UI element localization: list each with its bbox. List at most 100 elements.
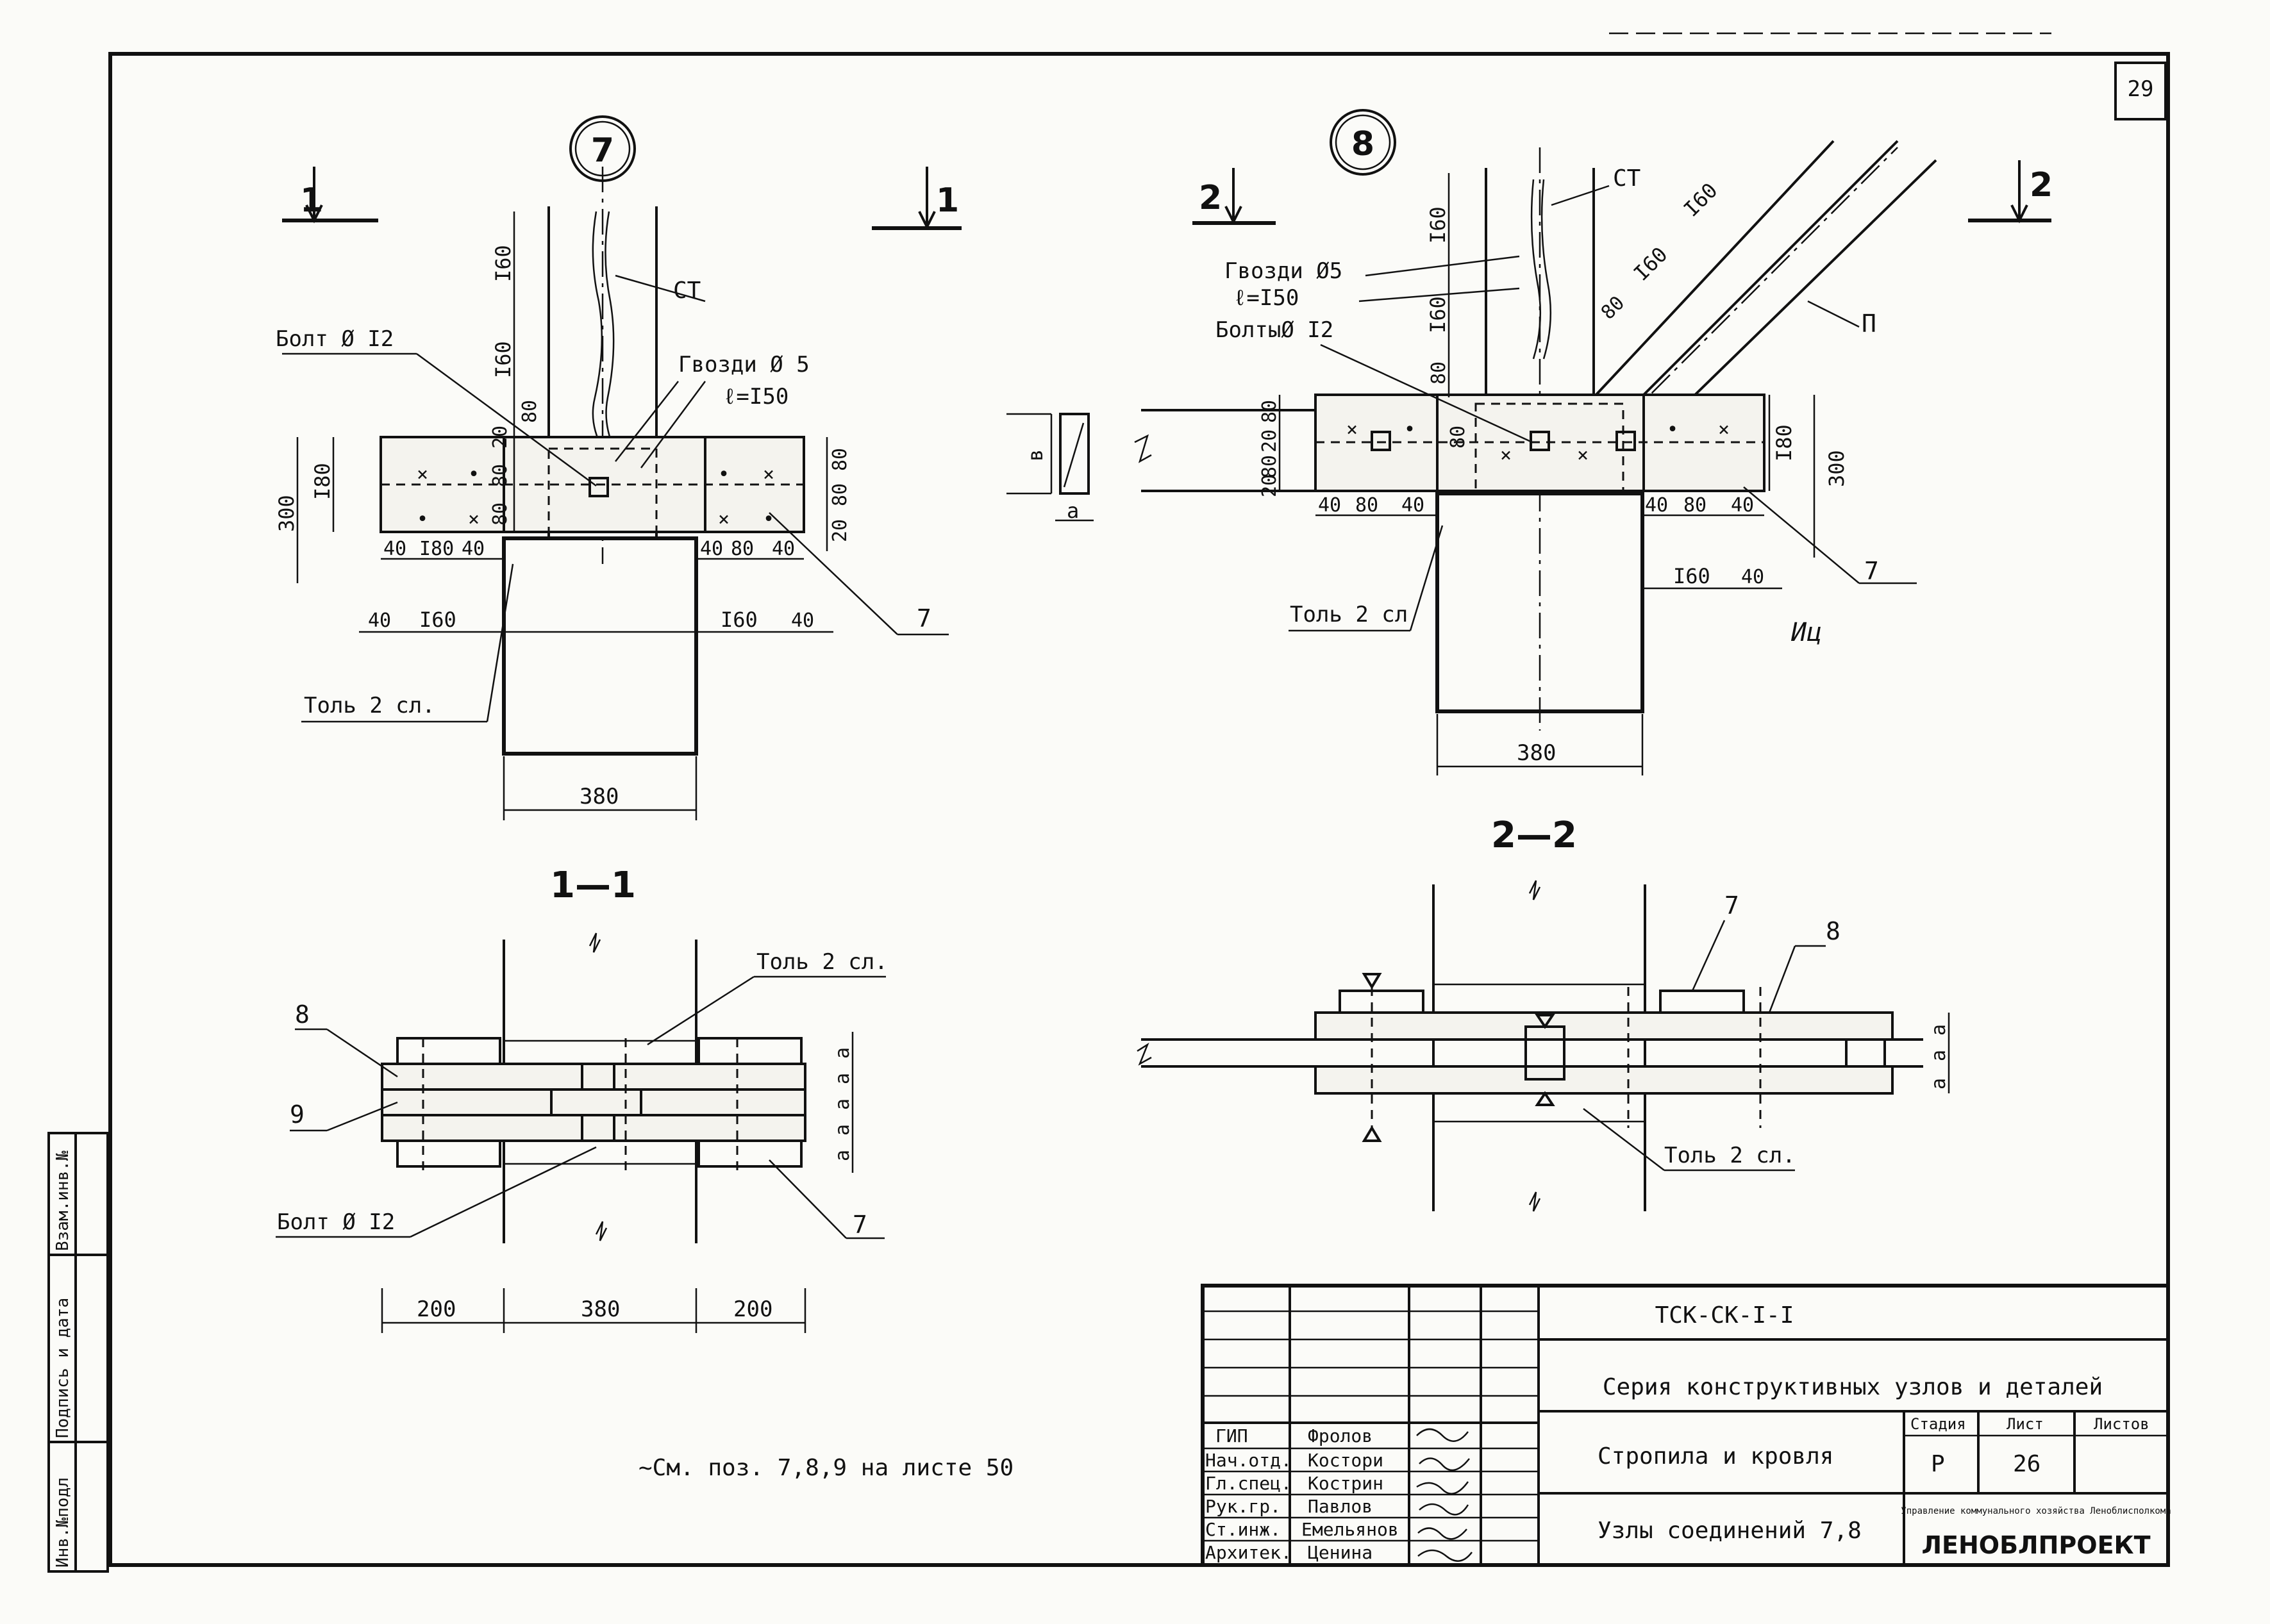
dim-8-l20a: 20 xyxy=(1258,429,1281,452)
dim-7-c160a: I60 xyxy=(419,608,456,632)
note-reference: ~См. поз. 7,8,9 на листе 50 xyxy=(638,1455,1014,1481)
dim-7-c40a: 40 xyxy=(368,609,391,632)
dim-7-b40b: 40 xyxy=(462,538,485,560)
section-2-2-title: 2—2 xyxy=(1491,815,1577,856)
svg-text:•: • xyxy=(1667,418,1678,441)
st-label-7: СТ xyxy=(673,278,701,304)
dim-7-20: 20 xyxy=(489,426,512,449)
pos7-label-7: 7 xyxy=(917,604,931,633)
dim-8-v80b: 80 xyxy=(1447,426,1469,449)
sec11-a3: а xyxy=(831,1098,854,1110)
dim-8-c40: 40 xyxy=(1741,566,1764,588)
dim-7-r80b: 80 xyxy=(829,483,851,506)
tb-sheets-label: Листов xyxy=(2094,1415,2149,1433)
dim-7-b40d: 40 xyxy=(772,538,795,560)
dim-8-l80a: 80 xyxy=(1258,400,1281,423)
tol-label-7: Толь 2 сл. xyxy=(304,693,435,718)
dim-7-c160b: I60 xyxy=(721,608,758,632)
tb-sheet: 26 xyxy=(2013,1451,2040,1477)
dim-8-b80a: 80 xyxy=(1355,494,1378,517)
section-1-1-pos8: 8 xyxy=(295,1000,310,1029)
dim-8-s80: 80 xyxy=(1597,292,1629,324)
tb-name-4: Емельянов xyxy=(1301,1519,1399,1540)
svg-text:•: • xyxy=(417,508,428,531)
left-binding-strip: Инв.№подл Подпись и дата Взам.инв.№ xyxy=(47,1132,109,1573)
dim-7-b40a: 40 xyxy=(383,538,406,560)
sec11-a1: а xyxy=(831,1047,854,1059)
tb-series: Серия конструктивных узлов и деталей xyxy=(1603,1374,2103,1400)
svg-text:•: • xyxy=(1404,418,1415,441)
section-1-1-pos9: 9 xyxy=(290,1100,305,1129)
svg-text:×: × xyxy=(1346,418,1358,441)
sheet-number: 29 xyxy=(2128,76,2154,102)
strip-inv: Инв.№подл xyxy=(53,1477,72,1568)
dim-8-r180: I80 xyxy=(1772,424,1796,461)
node-8-marker-label: 8 xyxy=(1351,125,1374,163)
sec11-a2: а xyxy=(831,1073,854,1084)
dim-8-b80b: 80 xyxy=(1683,494,1707,517)
svg-text:•: • xyxy=(718,463,730,486)
section-2-2-tol: Толь 2 сл. xyxy=(1664,1143,1796,1168)
dim-7-b180: I80 xyxy=(419,538,454,560)
section-2-2-pos7: 7 xyxy=(1724,891,1739,920)
sec11-a4: а xyxy=(831,1124,854,1136)
cut-2-right: 2 xyxy=(2030,166,2053,204)
pos7-label-8: 7 xyxy=(1864,557,1879,585)
svg-text:×: × xyxy=(718,508,730,531)
tb-stage: Р xyxy=(1931,1451,1945,1477)
svg-text:×: × xyxy=(417,463,428,486)
title-block: ГИП Фролов Нач.отд. Костори Гл.спец. Кос… xyxy=(1201,1284,2171,1567)
sec11-a5: а xyxy=(831,1150,854,1161)
tb-role-1: Нач.отд. xyxy=(1205,1450,1292,1471)
dim-8-c160: I60 xyxy=(1673,564,1710,588)
dim-8-r300: 300 xyxy=(1824,450,1849,487)
cut-2-left: 2 xyxy=(1199,179,1222,217)
tb-section: Стропила и кровля xyxy=(1598,1443,1833,1470)
dim-7-r80a: 80 xyxy=(829,448,851,471)
dim-8-l80b: 80 xyxy=(1258,455,1281,478)
tb-role-3: Рук.гр. xyxy=(1205,1496,1281,1517)
section-1-1-tol: Толь 2 сл. xyxy=(756,949,888,975)
signature-scribbles xyxy=(1416,1428,1473,1562)
sec11-dim-200b: 200 xyxy=(733,1297,772,1322)
dim-8-b40c: 40 xyxy=(1645,494,1668,517)
tb-sheet-label: Лист xyxy=(2007,1415,2044,1433)
tb-role-2: Гл.спец. xyxy=(1205,1473,1292,1494)
small-section: в а xyxy=(1006,413,1094,523)
dim-7-b40c: 40 xyxy=(700,538,723,560)
node-8-elevation: 8 2 2 × • • × × × xyxy=(1134,109,2053,775)
svg-text:•: • xyxy=(468,463,480,486)
p-label-8: П xyxy=(1862,310,1876,338)
dim-8-b40b: 40 xyxy=(1401,494,1424,517)
dim-7-160b: I60 xyxy=(491,341,515,378)
dim-8-s160a: I60 xyxy=(1679,178,1723,222)
tb-name-2: Кострин xyxy=(1308,1473,1383,1494)
dim-8-v160a: I60 xyxy=(1426,206,1450,244)
nail-len-8: ℓ=I50 xyxy=(1233,285,1299,311)
node-7-elevation: 7 1 1 × • • × • × × • СТ Бо xyxy=(274,115,962,820)
dim-7-b80: 80 xyxy=(731,538,754,560)
svg-text:•: • xyxy=(763,508,774,531)
dim-7-80b: 80 xyxy=(489,464,512,487)
dim-8-s160b: I60 xyxy=(1629,242,1673,286)
dim-7-180: I80 xyxy=(310,463,335,500)
dim-7-160a: I60 xyxy=(491,245,515,282)
sec22-a3: а xyxy=(1928,1078,1950,1090)
svg-text:×: × xyxy=(763,463,774,486)
section-1-1-pos7: 7 xyxy=(853,1211,867,1239)
sec11-dim-380: 380 xyxy=(581,1297,620,1322)
tb-drawing: Узлы соединений 7,8 xyxy=(1598,1518,1862,1544)
tb-stage-label: Стадия xyxy=(1910,1415,1966,1433)
dim-8-b40a: 40 xyxy=(1318,494,1341,517)
dim-7-wall: 380 xyxy=(580,784,619,809)
st-label-8: СТ xyxy=(1613,165,1640,192)
nail-len-7: ℓ=I50 xyxy=(723,384,789,410)
dim-7-c40b: 40 xyxy=(791,609,814,632)
dim-8-wall: 380 xyxy=(1517,740,1556,766)
node-7-marker-label: 7 xyxy=(591,131,614,170)
dim-8-b40d: 40 xyxy=(1731,494,1754,517)
bolt-label-7: Болт Ø I2 xyxy=(276,326,394,352)
small-section-b: в xyxy=(1023,449,1047,461)
section-1-1: 1—1 Толь 2 сл. 8 9 7 Болт Ø xyxy=(276,865,888,1333)
